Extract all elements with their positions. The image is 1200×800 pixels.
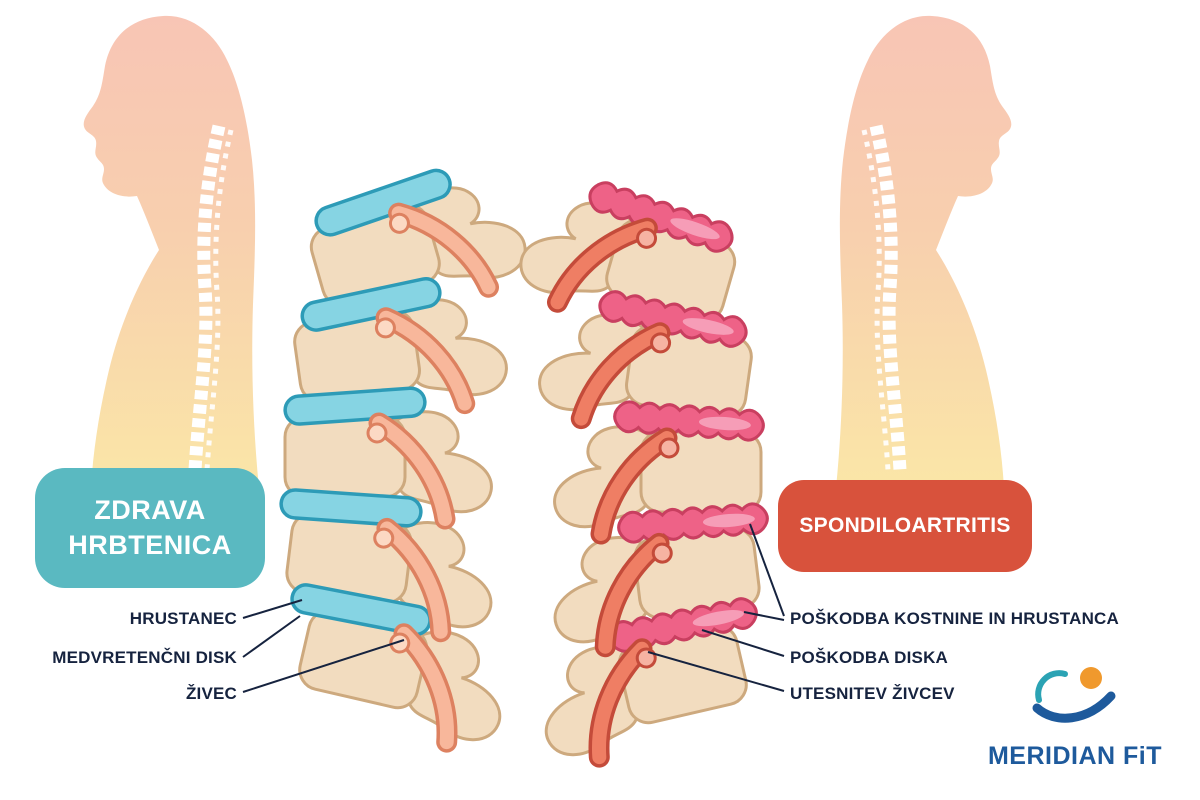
diseased-spine-illustration: [513, 177, 770, 723]
healthy-spine-badge: ZDRAVA HRBTENICA: [35, 468, 265, 588]
healthy-spine-illustration: [278, 164, 533, 708]
logo-text: MERIDIAN FiT: [987, 742, 1163, 770]
annotation-disc-damage: POŠKODBA DISKA: [790, 648, 949, 667]
annotation-cartilage: HRUSTANEC: [129, 609, 237, 628]
meridian-fit-logo-icon: [1032, 667, 1116, 723]
annotation-intervertebral-disc: MEDVRETENČNI DISK: [52, 648, 237, 667]
right-body-shape: [836, 15, 1012, 486]
annotation-bone-cartilage-damage: POŠKODBA KOSTNINE IN HRUSTANCA: [790, 609, 1120, 628]
annotation-nerve-compression: UTESNITEV ŽIVCEV: [790, 684, 955, 703]
meridian-fit-logo: MERIDIAN FiT: [975, 664, 1175, 771]
annotation-nerve: ŽIVEC: [185, 684, 237, 703]
right-person-silhouette: [836, 15, 1012, 486]
left-person-silhouette: [83, 15, 260, 486]
spondyloarthritis-badge: SPONDILOARTRITIS: [778, 480, 1032, 572]
